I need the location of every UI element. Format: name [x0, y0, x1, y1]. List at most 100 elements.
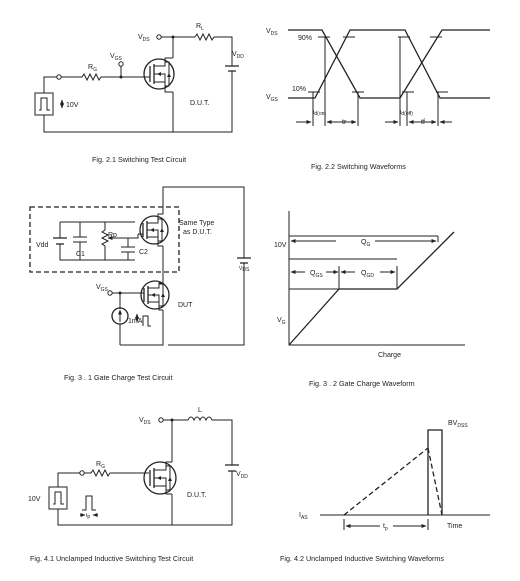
svg-text:QGS: QGS	[310, 270, 323, 279]
vg-sub: G	[282, 320, 286, 326]
rg-label: R	[96, 461, 101, 468]
td-on-label: t	[313, 110, 315, 116]
gate-resistor	[61, 72, 122, 82]
svg-text:VDS: VDS	[266, 28, 278, 37]
tp-sub: p	[87, 514, 90, 520]
voltage-pulse	[427, 429, 443, 515]
vds-sub: DS	[271, 31, 279, 37]
svg-text:QG: QG	[361, 239, 370, 248]
vds-terminal	[158, 417, 164, 423]
vds-sub: DS	[242, 267, 250, 273]
ias-sub: AS	[301, 515, 308, 521]
vdd-label: V	[232, 51, 237, 58]
tp-label: t	[86, 513, 88, 519]
tp-sub: p	[385, 526, 388, 532]
svg-text:tp: tp	[86, 513, 90, 520]
vgs-label: V	[266, 94, 271, 101]
td-on-sub: d(on)	[314, 111, 326, 117]
svg-text:td(off): td(off)	[400, 110, 413, 117]
source-voltage-label: 10V	[28, 496, 41, 503]
v10-label: 10V	[274, 242, 287, 249]
dut-label: D.U.T.	[187, 492, 207, 499]
vgs-sub: GS	[271, 97, 279, 103]
rg-sub: G	[93, 67, 97, 73]
wire	[43, 76, 57, 93]
fig-2-2-switching-waveforms: VDS VGS 90% 10% td(on) tr td(off) tf Fig…	[266, 28, 490, 171]
gate-resistor	[84, 468, 149, 478]
vds-terminal	[156, 34, 162, 40]
svg-text:QGD: QGD	[361, 270, 374, 279]
ias-label: I	[299, 512, 301, 519]
timing-reference-lines	[312, 37, 439, 126]
svg-text:BVDSS: BVDSS	[448, 420, 468, 429]
vds-rail	[162, 186, 245, 346]
svg-text:VDS: VDS	[138, 34, 150, 43]
svg-text:VDS: VDS	[139, 417, 151, 426]
fig32-caption: Fig. 3 . 2 Gate Charge Waveform	[309, 379, 415, 388]
td-off-label: t	[400, 110, 402, 116]
vgs-terminal	[118, 61, 124, 67]
mosfet-symbol	[143, 461, 177, 495]
same-type-label: Same Type	[179, 220, 214, 227]
load-resistor	[194, 32, 233, 66]
svg-text:td(on): td(on)	[313, 110, 326, 117]
vds-waveform	[288, 29, 490, 99]
qg-label: Q	[361, 239, 367, 246]
svg-text:VDD: VDD	[232, 51, 244, 60]
current-label: 1mA	[128, 318, 143, 325]
tr-label: tr	[342, 119, 347, 126]
input-terminal	[56, 74, 62, 80]
percent-90-label: 90%	[298, 35, 312, 42]
qgd-sub: GD	[366, 273, 374, 279]
vds-label: V	[139, 417, 144, 424]
rl-label: R	[196, 23, 201, 30]
c1-capacitor	[73, 222, 87, 260]
pulse-waveform-icon	[53, 491, 64, 505]
fig-3-1-gate-charge-test-circuit: VDS Vdd C1 Rp C2 Same Type as D.U.T.	[29, 186, 251, 382]
current-decay	[427, 447, 443, 516]
svg-text:VGS: VGS	[266, 94, 279, 103]
vds-sub: DS	[143, 37, 151, 43]
fig-3-2-gate-charge-waveform: 10V QG QGS QGD VG Charge Fig. 3 . 2 Gate…	[274, 211, 465, 388]
vdd-sub: DD	[237, 54, 245, 60]
svg-text:RL: RL	[196, 23, 204, 32]
pulse-waveform-icon	[39, 97, 50, 111]
mosfet-symbol	[143, 57, 175, 93]
c1-label: C1	[76, 251, 85, 258]
rp-resistor	[100, 222, 110, 260]
vgs-label: V	[96, 284, 101, 291]
vds-label: V	[239, 266, 243, 272]
x-axis-label: Charge	[378, 352, 401, 359]
vgs-sub: GS	[101, 287, 109, 293]
vds-label: V	[138, 34, 143, 41]
fig-2-1-switching-test-circuit: 10V RG VGS VDS RL	[34, 23, 244, 164]
dut-mosfet-symbol	[140, 280, 170, 311]
fig41-caption: Fig. 4.1 Unclamped Inductive Switching T…	[30, 554, 193, 563]
tp-pulse-icon	[82, 495, 96, 511]
dut-label: DUT	[178, 302, 193, 309]
rg-label: R	[88, 64, 93, 71]
vgs-waveform	[288, 29, 490, 99]
svg-text:IAS: IAS	[299, 512, 308, 521]
svg-text:VGS: VGS	[96, 284, 109, 293]
pulse-source	[48, 486, 68, 510]
pulse-source	[34, 92, 54, 116]
vds-sub: DS	[144, 420, 152, 426]
td-off-sub: d(off)	[401, 111, 413, 117]
vds-label: V	[266, 28, 271, 35]
fig21-caption: Fig. 2.1 Switching Test Circuit	[92, 155, 186, 164]
vgs-sub: GS	[115, 56, 123, 62]
fig42-caption: Fig. 4.2 Unclamped Inductive Switching W…	[280, 554, 444, 563]
tp-label: t	[383, 523, 385, 530]
dut-label: D.U.T.	[190, 100, 210, 107]
bv-label: BV	[448, 420, 458, 427]
as-dut-label: as D.U.T.	[183, 229, 212, 236]
svg-text:RG: RG	[96, 461, 105, 470]
svg-text:tp: tp	[383, 523, 388, 532]
vgs-label: V	[110, 53, 115, 60]
qgs-label: Q	[310, 270, 316, 277]
percent-10-label: 10%	[292, 86, 306, 93]
fig-4-2-uis-waveforms: tp BVDSS IAS Time Fig. 4.2 Unclamped Ind…	[280, 420, 490, 563]
ground-wire	[43, 115, 173, 133]
rg-sub: G	[101, 464, 105, 470]
